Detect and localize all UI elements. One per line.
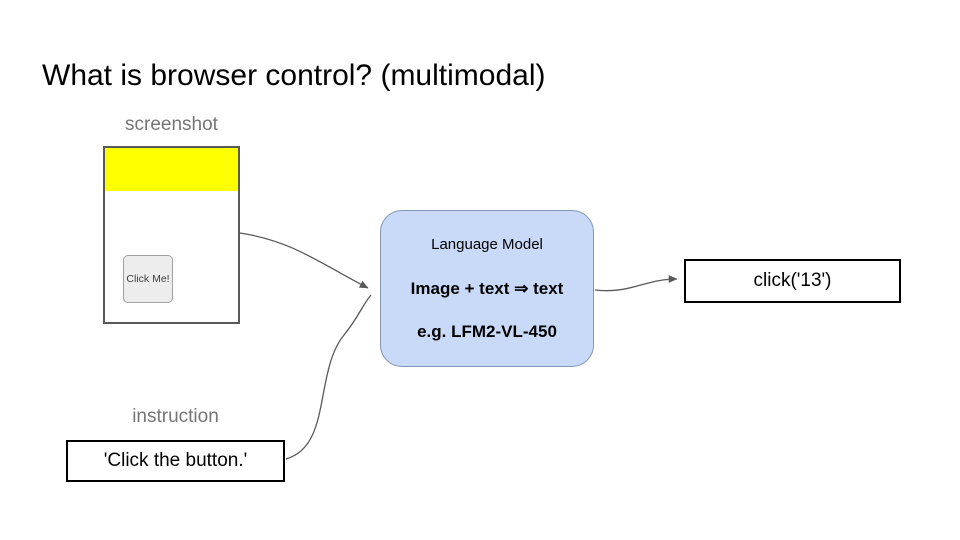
screenshot-mock: Click Me! — [103, 146, 240, 324]
arrow-screenshot-to-model — [239, 232, 369, 289]
instruction-text: 'Click the button.' — [103, 450, 248, 471]
output-action-text: click('13') — [753, 270, 832, 291]
model-mapping: Image + text ⇒ text — [410, 278, 564, 298]
instruction-box: 'Click the button.' — [66, 440, 285, 482]
model-title: Language Model — [431, 236, 543, 254]
instruction-label: instruction — [132, 406, 219, 427]
screenshot-label: screenshot — [125, 114, 218, 135]
click-me-button: Click Me! — [123, 255, 173, 303]
model-example: e.g. LFM2-VL-450 — [417, 321, 557, 341]
output-action-box: click('13') — [684, 259, 901, 303]
language-model-box: Language Model Image + text ⇒ text e.g. … — [380, 210, 594, 367]
arrow-model-to-output — [594, 275, 678, 292]
slide-title: What is browser control? (multimodal) — [42, 59, 546, 92]
arrow-instruction-to-model — [285, 294, 372, 460]
screenshot-highlight-band — [105, 148, 238, 191]
